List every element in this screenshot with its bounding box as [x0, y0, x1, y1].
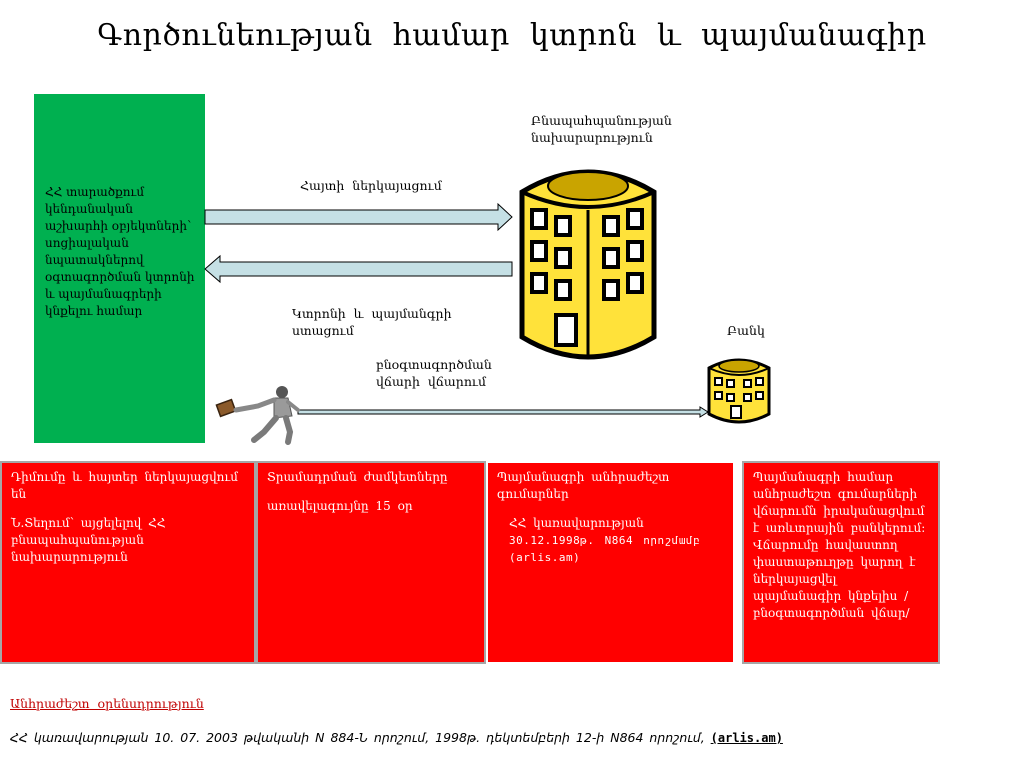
bank-building-icon [707, 358, 771, 424]
bank-label: Բանկ [727, 323, 765, 338]
ministry-building-icon [519, 169, 657, 360]
fees-detail-reference: 30.12.1998թ. N864 որոշմամբ (arlis.am) [509, 534, 701, 564]
purpose-box [34, 94, 205, 443]
purpose-text: ՀՀ տարածքում կենդանական աշխարհի օբյեկտնե… [45, 185, 195, 318]
ministry-label: Բնապահպանության նախարարություն [531, 113, 672, 145]
legislation-references: ՀՀ կառավարության 10. 07. 2003 թվականի N … [10, 730, 705, 745]
page-title: Գործունեության համար կտրոն և պայմանագիր [97, 18, 927, 53]
arrow-right-icon [204, 202, 513, 232]
fees-info-box: Պայմանագրի անհրաժեշտ գումարներ ՀՀ կառավա… [486, 461, 735, 664]
arrow-left-icon [204, 254, 513, 284]
submission-info-box: Դիմումը և հայտեր ներկայացվում են Ն.Տեղու… [0, 461, 256, 664]
legislation-text: ՀՀ կառավարության 10. 07. 2003 թվականի N … [10, 730, 783, 745]
receipt-arrow-label: Կտրոնի և պայմանգրի ստացում [292, 306, 452, 338]
submission-detail: Ն.Տեղում՝ այցելելով ՀՀ բնապահպանության ն… [11, 516, 166, 564]
deadline-heading: Տրամադրման ժամկետները [267, 470, 448, 484]
deadline-info-box: Տրամադրման ժամկետները առավելագույնը 15 օ… [256, 461, 486, 664]
submission-heading: Դիմումը և հայտեր ներկայացվում են [11, 470, 238, 501]
arlis-link[interactable]: (arlis.am) [710, 731, 783, 745]
fees-detail-prefix: ՀՀ կառավարության [509, 516, 644, 530]
legislation-heading: Անհրաժեշտ օրենսդրություն [10, 696, 204, 711]
fees-heading: Պայմանագրի անհրաժեշտ գումարներ [497, 470, 670, 501]
payment-detail: Պայմանագրի համար անհրաժեշտ գումարների վճ… [753, 470, 926, 620]
fee-payment-label: բնօգտագործման վճարի վճարում [376, 357, 492, 389]
payment-info-box: Պայմանագրի համար անհրաժեշտ գումարների վճ… [742, 461, 940, 664]
deadline-detail: առավելագույնը 15 օր [267, 499, 413, 513]
application-arrow-label: Հայտի ներկայացում [300, 178, 442, 193]
arrow-to-bank-icon [297, 406, 709, 418]
businessman-icon [215, 386, 300, 445]
